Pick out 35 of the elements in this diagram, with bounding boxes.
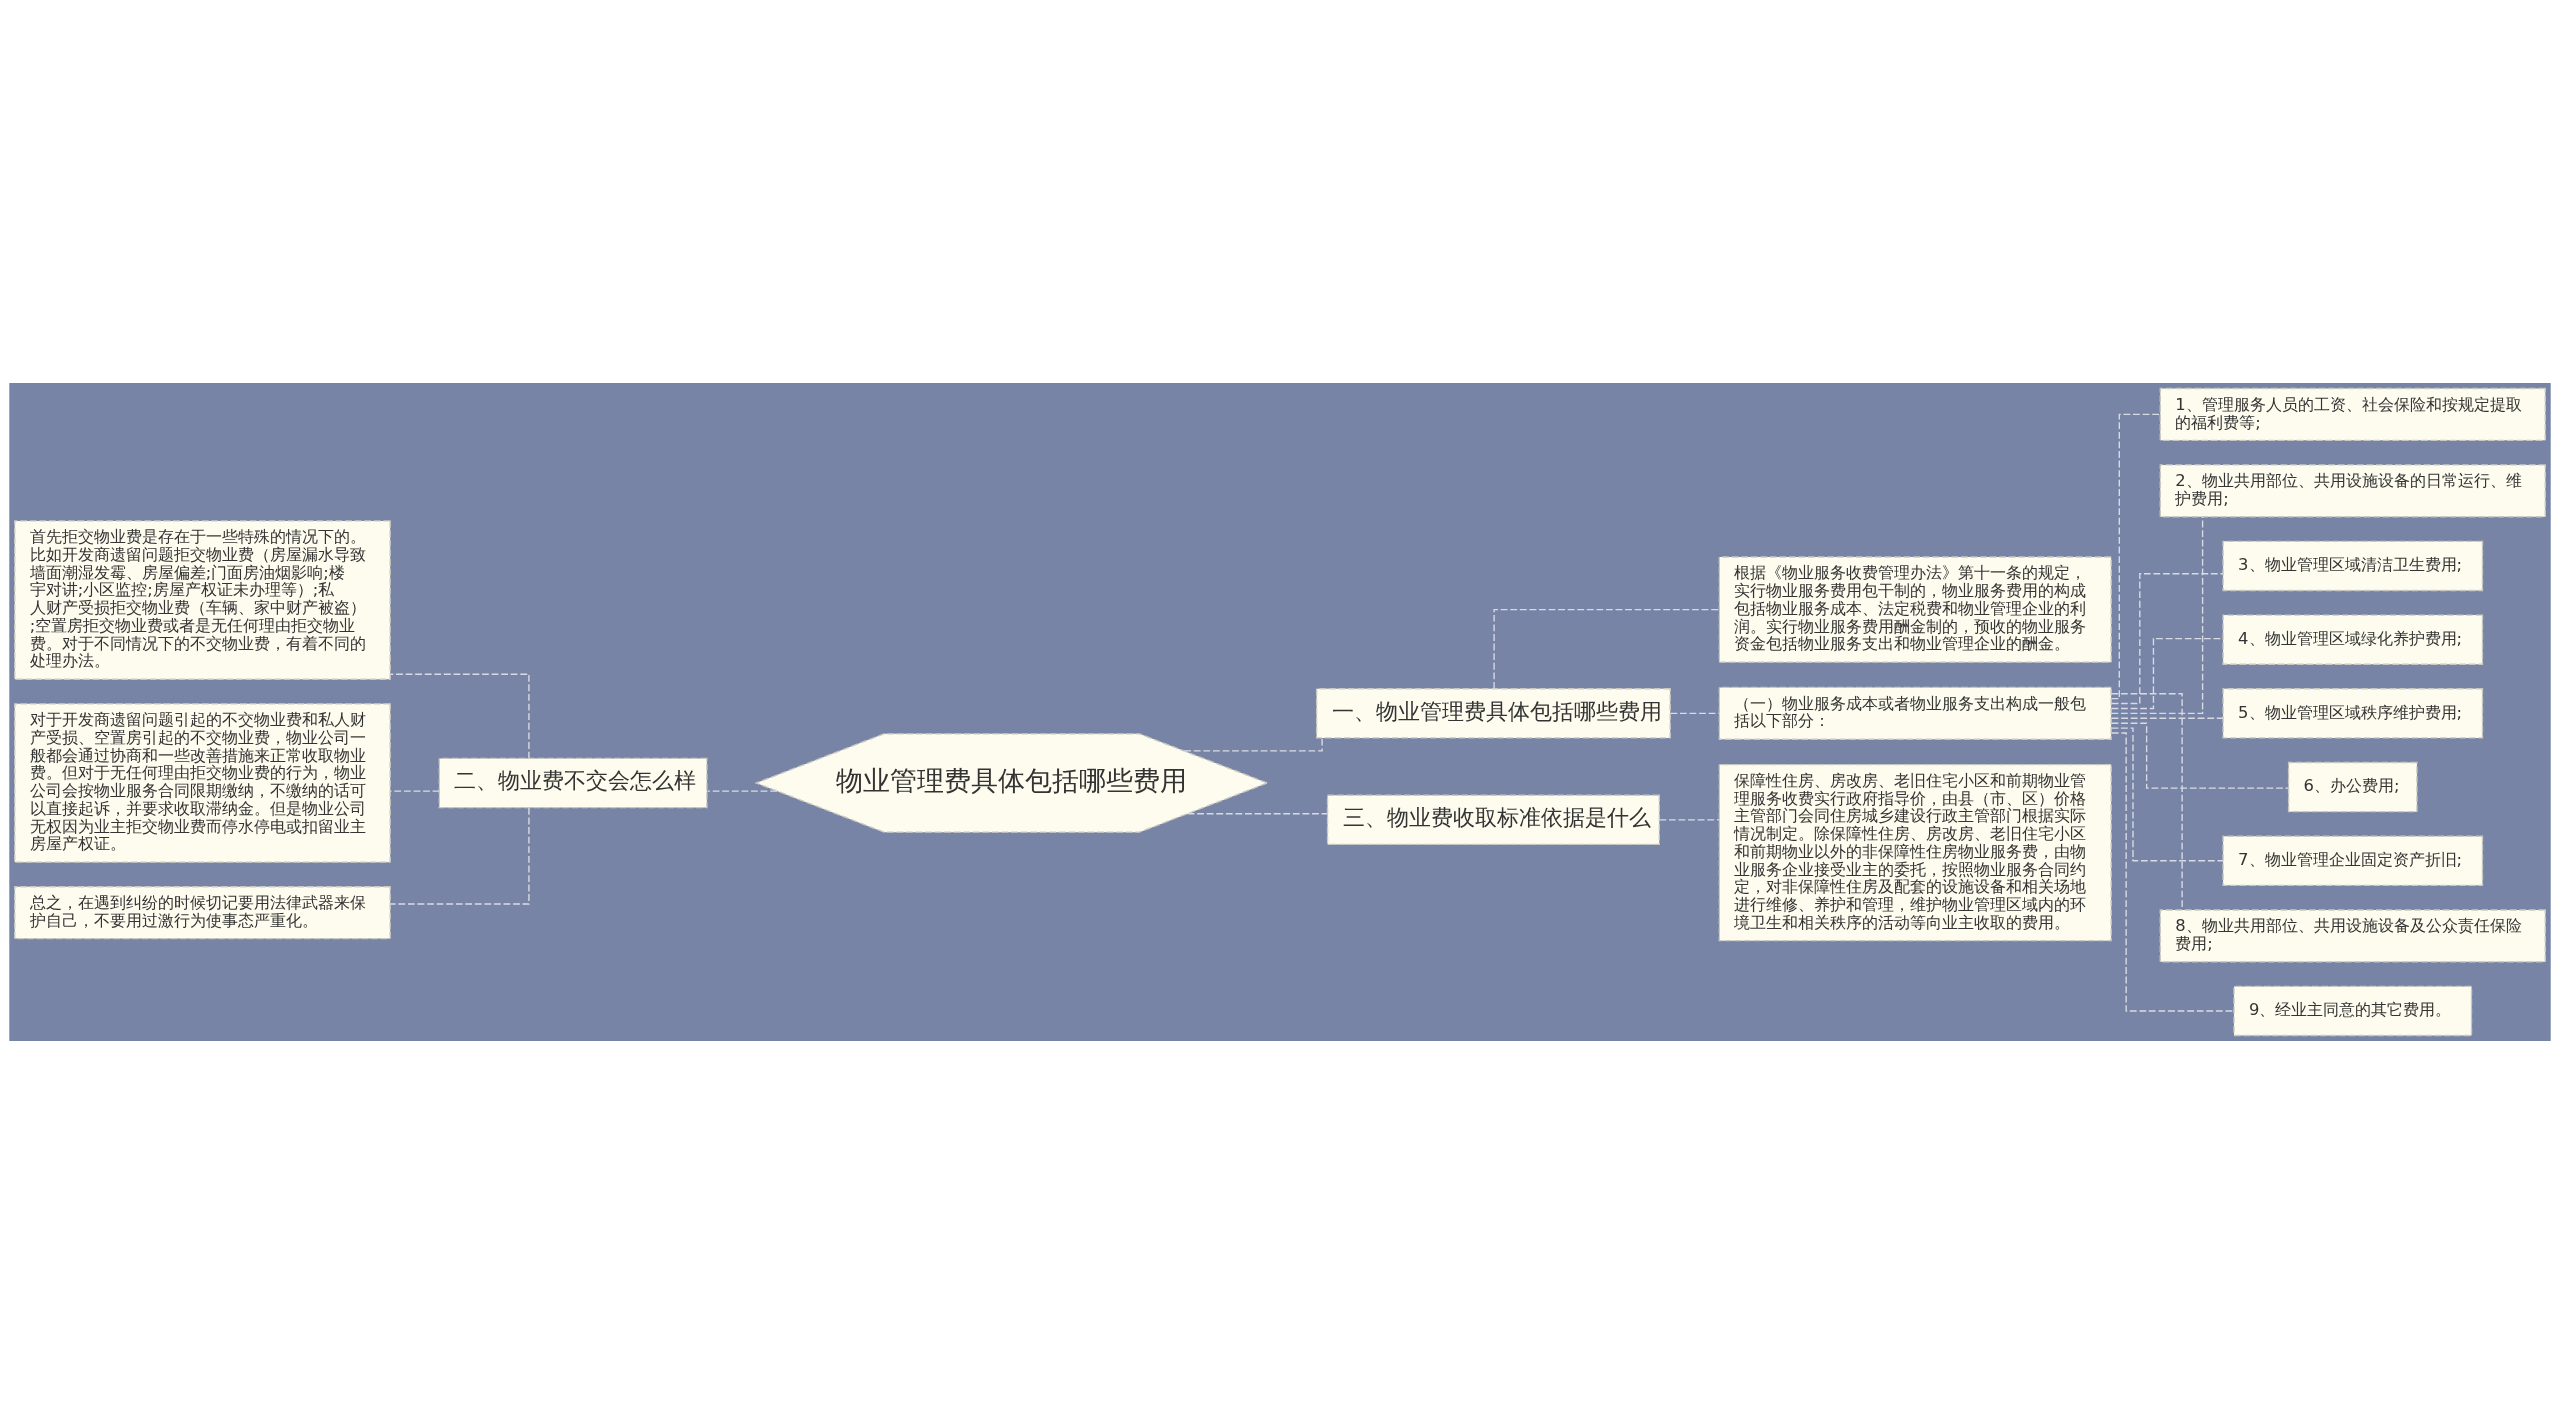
node-box: 对于开发商遗留问题引起的不交物业费和私人财产受损、空置房引起的不交物业费，物业公司一般都会通过协商和一些改善措施来正常收取物业费。但对于无任何理由拒交物业费的行为，物业公司会按物业服务合同限期缴纳，不缴纳的话可以直接起诉，并要求收取滞纳金。但是物业公司无权因为业主拒交物业费而停水停电或扣留业主房屋产权证。	[14, 702, 391, 863]
node-box: 1、管理服务人员的工资、社会保险和按规定提取的福利费等;	[2159, 387, 2546, 441]
node-box: 6、办公费用;	[2287, 761, 2418, 812]
node-box: 3、物业管理区域清洁卫生费用;	[2222, 540, 2484, 591]
connector	[2110, 731, 2235, 1012]
connector	[1183, 737, 1323, 752]
node-box: 5、物业管理区域秩序维护费用;	[2222, 687, 2484, 739]
node-box: 保障性住房、房改房、老旧住宅小区和前期物业管理服务收费实行政府指导价，由县（市、区）价格主管部门会同住房城乡建设行政主管部门根据实际情况制定。除保障性住房、房改房、老旧住宅小区和前期物业以外的非保障性住房物业服务费，由物业服务企业接受业主的委托，按照物业服务合同约定，对非保障性住房及配套的设施设备和相关场地进行维修、养护和管理，维护物业管理区域内的环境卫生和相关秩序的活动等向业主收取的费用。	[1718, 763, 2112, 941]
connector	[2110, 726, 2224, 861]
connector	[389, 806, 530, 905]
connector	[2110, 413, 2161, 699]
node-box: 一、物业管理费具体包括哪些费用	[1315, 687, 1671, 739]
connector	[2110, 717, 2224, 719]
node-box: （一）物业服务成本或者物业服务支出构成一般包括以下部分：	[1718, 686, 2112, 740]
connector	[2110, 722, 2289, 789]
connector	[1669, 712, 1720, 714]
node-box: 三、物业费收取标准依据是什么	[1326, 794, 1660, 845]
node-box: 7、物业管理企业固定资产折旧;	[2222, 835, 2484, 886]
node-box: 4、物业管理区域绿化养护费用;	[2222, 613, 2484, 665]
connector	[2110, 515, 2204, 714]
connector	[389, 673, 530, 759]
connector	[1658, 818, 1720, 821]
connector	[2110, 692, 2183, 910]
connector	[1493, 608, 1720, 689]
node-box: 首先拒交物业费是存在于一些特殊的情况下的。比如开发商遗留问题拒交物业费（房屋漏水导致墙面潮湿发霉、房屋偏差;门面房油烟影响;楼宇对讲;小区监控;房屋产权证未办理等）;私人财产受损拒交物业费（车辆、家中财产被盗）;空置房拒交物业费或者是无任何理由拒交物业费。对于不同情况下的不交物业费，有着不同的处理办法。	[14, 519, 391, 680]
node-box: 8、物业共用部位、共用设施设备及公众责任保险费用;	[2159, 908, 2546, 962]
connector	[706, 790, 778, 792]
connector	[1187, 812, 1328, 814]
node-box: 总之，在遇到纠纷的时候切记要用法律武器来保护自己，不要用过激行为使事态严重化。	[14, 885, 391, 939]
connector	[389, 790, 440, 792]
node-box: 根据《物业服务收费管理办法》第十一条的规定，实行物业服务费用包干制的，物业服务费用的构成包括物业服务成本、法定税费和物业管理企业的利润。实行物业服务费用酬金制的，预收的物业服务资金包括物业服务支出和物业管理企业的酬金。	[1718, 555, 2112, 663]
node-box: 9、经业主同意的其它费用。	[2233, 985, 2473, 1036]
node-box: 二、物业费不交会怎么样	[438, 757, 708, 808]
connector	[2110, 572, 2224, 704]
node-box: 2、物业共用部位、共用设施设备的日常运行、维护费用;	[2159, 463, 2546, 517]
